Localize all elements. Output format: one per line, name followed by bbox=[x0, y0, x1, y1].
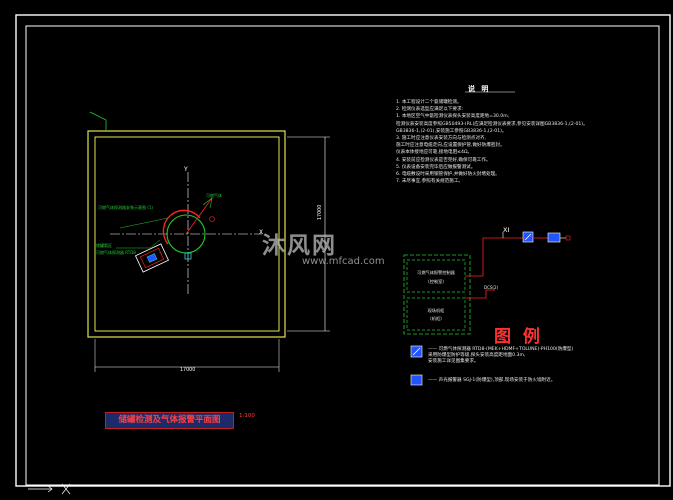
note-line: 7. 未尽事宜,参照有关规范施工。 bbox=[396, 179, 464, 185]
controller-label: 可燃气体报警控制器 bbox=[417, 270, 455, 275]
note-line: 1. 本工程设计二个氨储罐检测。 bbox=[396, 100, 462, 105]
note-line: 仪表本体接地应可靠,接地电阻≤4Ω。 bbox=[396, 150, 473, 156]
wire-to-detector bbox=[465, 237, 523, 277]
arrow-head bbox=[202, 197, 213, 209]
legend-alarm-icon bbox=[410, 374, 423, 386]
corner-leader bbox=[89, 111, 107, 131]
legend-detector-mark bbox=[412, 347, 421, 356]
sensor-point bbox=[209, 216, 215, 222]
watermark-url: www.mfcad.com bbox=[302, 256, 385, 267]
note-line: 1. 本地区空气中氨检测仪表探头安装高度距地=30.0m, bbox=[396, 114, 510, 120]
notes-title: 说 明 bbox=[468, 85, 491, 93]
detector-symbol-mark bbox=[524, 233, 532, 241]
callout-top: 可燃气体 bbox=[206, 193, 222, 198]
controller-box bbox=[406, 259, 466, 293]
note-line: 检测仪表安装高度参照GB50493-(RL)应满足检测仪表要求,参见安装详图GB… bbox=[396, 121, 588, 127]
ucs-x-arrow-icon bbox=[28, 485, 53, 493]
alarm-terminal bbox=[565, 235, 571, 241]
tank-arc-red bbox=[162, 209, 201, 245]
watermark-logo: 沐风网 bbox=[262, 233, 337, 259]
control-cabinet-outline bbox=[403, 254, 471, 335]
inner-frame bbox=[25, 25, 660, 486]
note-line: 3. 施工时应注意仪表安装方向与检测点对齐, bbox=[396, 136, 486, 141]
equipment-block bbox=[134, 243, 170, 273]
callout-left: 可燃气体探测器安装示意图 (1) bbox=[98, 205, 153, 210]
axis-y-label: Y bbox=[184, 166, 188, 173]
plan-scale: 1:100 bbox=[239, 413, 255, 419]
ucs-cross-icon bbox=[61, 483, 71, 495]
callout-tank-2: 可燃气体探测器 RTD8 bbox=[96, 250, 136, 255]
panel-label: 现场机柜 bbox=[427, 308, 445, 313]
dcs-label: DCS(2) bbox=[484, 285, 499, 290]
legend-title: 图 例 bbox=[494, 327, 543, 347]
note-line: 2. 检测仪表选型应满足以下要求: bbox=[396, 107, 464, 113]
alarm-symbol bbox=[547, 232, 561, 243]
tank-radius-red bbox=[185, 197, 213, 235]
note-line: 6. 电缆敷设时采用钢管保护,并做好防火封堵处理。 bbox=[396, 172, 500, 177]
dimension-right: 17000 bbox=[318, 204, 323, 220]
callout-leader-2 bbox=[119, 217, 169, 229]
building-outline-outer bbox=[87, 130, 286, 338]
xi-label: XI bbox=[503, 226, 510, 234]
panel-sublabel: (机柜) bbox=[430, 316, 442, 321]
wire-dcs bbox=[465, 289, 495, 299]
panel-box bbox=[406, 297, 466, 331]
axis-x-label: X bbox=[259, 229, 264, 236]
note-line: 施工时应注意电缆走向,应设置保护管,做好防爆密封。 bbox=[396, 143, 505, 149]
legend-line-4: —— 声光报警器 SGJ-1(防爆型),顶部,现场安装于防火墙附近。 bbox=[428, 378, 556, 383]
legend-line-2: 采用防爆型防护等级,探头安装高度距地面0.3m, bbox=[428, 353, 526, 358]
note-line: 5. 仪表设备安装完毕后应做报警测试。 bbox=[396, 164, 476, 170]
building-outline-inner bbox=[94, 136, 280, 332]
note-line: GB3836-1,(2-01),安装施工参照GB3836-1,(2-01)。 bbox=[396, 128, 507, 134]
callout-leader bbox=[116, 239, 161, 249]
legend-line-3: 安装施工详见图集要求。 bbox=[428, 359, 479, 364]
callout-tank: 储罐氨区 bbox=[96, 243, 112, 248]
legend-line-1: —— 可燃气体探测器 RTD8-(MEK+HDMF+TOLUNE)-PH100(… bbox=[428, 347, 574, 352]
sensor-marker bbox=[184, 252, 192, 260]
outer-frame bbox=[15, 14, 671, 487]
dimension-bottom: 17000 bbox=[180, 368, 196, 373]
controller-sublabel: (控制室) bbox=[428, 279, 444, 284]
note-line: 4. 安装前应检测仪表是否完好,确保可靠工作。 bbox=[396, 157, 491, 163]
plan-title: 储罐检测及气体报警平面图 bbox=[105, 412, 234, 429]
